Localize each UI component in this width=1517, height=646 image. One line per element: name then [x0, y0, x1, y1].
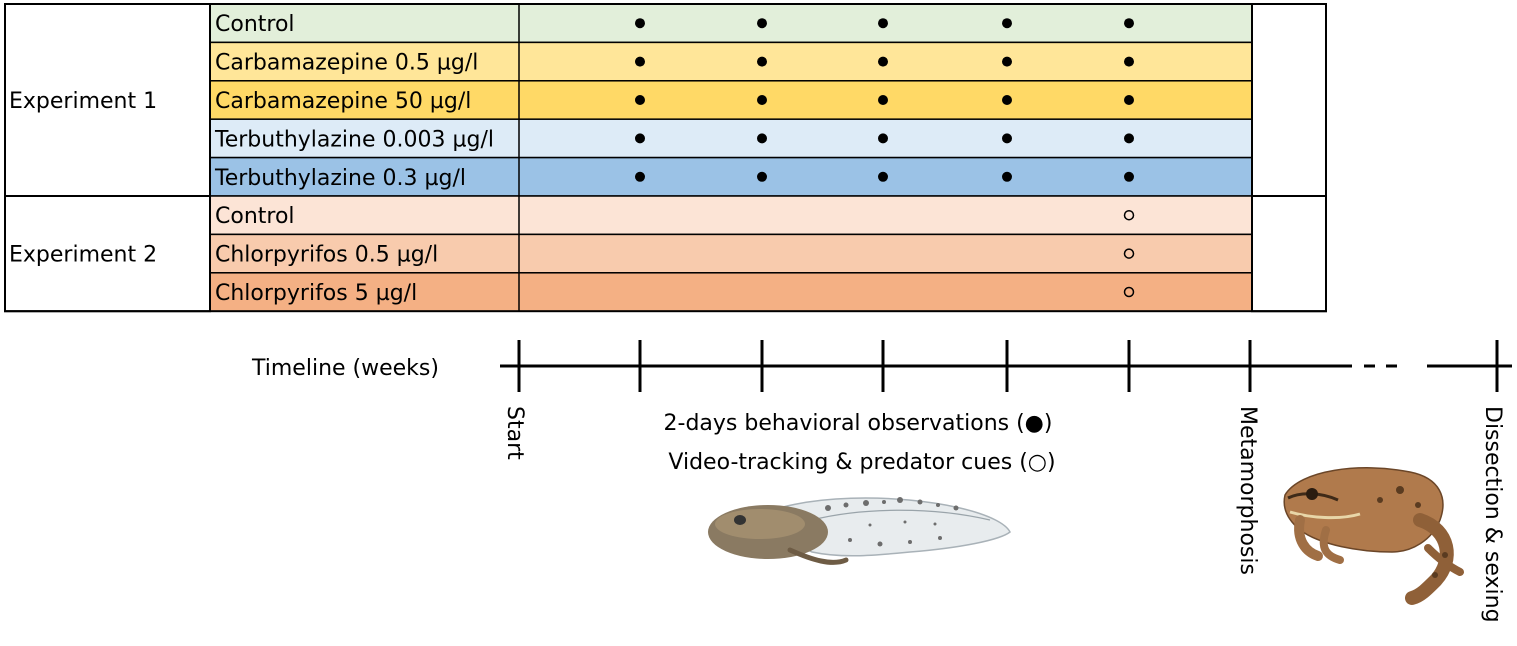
- treatment-label: Control: [215, 12, 295, 37]
- timeline-label: Timeline (weeks): [251, 356, 439, 381]
- observation-marker-filled: [1124, 95, 1134, 105]
- treatment-label: Carbamazepine 0.5 µg/l: [215, 51, 478, 76]
- observation-marker-filled: [1002, 95, 1012, 105]
- observation-marker-filled: [635, 18, 645, 29]
- legend-open-marker: Video-tracking & predator cues (○): [668, 450, 1055, 475]
- observation-marker-filled: [757, 18, 767, 29]
- observation-marker-open: [1123, 209, 1135, 221]
- observation-marker-open: [1123, 286, 1135, 298]
- treatment-row: [209, 195, 1253, 236]
- legend-filled-marker: 2-days behavioral observations (●): [664, 411, 1053, 436]
- treatment-label: Chlorpyrifos 5 µg/l: [215, 281, 417, 306]
- observation-marker-filled: [878, 133, 888, 144]
- treatment-label: Carbamazepine 50 µg/l: [215, 89, 471, 114]
- table-border: [4, 3, 1327, 313]
- observation-marker-filled: [1124, 56, 1134, 67]
- experiment-label: Experiment 2: [9, 243, 157, 268]
- metamorphosis-label: Metamorphosis: [1235, 406, 1260, 575]
- observation-marker-filled: [878, 95, 888, 105]
- observation-marker-filled: [1124, 18, 1134, 29]
- observation-marker-filled: [1002, 133, 1012, 144]
- observation-marker-filled: [635, 95, 645, 105]
- treatment-row: [209, 118, 1253, 159]
- observation-marker-filled: [635, 171, 645, 182]
- observation-marker-filled: [1124, 133, 1134, 144]
- timeline: Timeline (weeks) Start Metamorphosis Dis…: [251, 340, 1512, 623]
- treatment-label: Terbuthylazine 0.3 µg/l: [214, 166, 466, 191]
- empty-cell: [1251, 3, 1327, 197]
- treatment-label: Terbuthylazine 0.003 µg/l: [214, 127, 494, 152]
- end-label: Dissection & sexing: [1480, 406, 1505, 623]
- frog-illustration: [1283, 467, 1464, 605]
- observation-marker-filled: [757, 56, 767, 67]
- observation-marker-filled: [878, 56, 888, 67]
- treatment-row: [209, 3, 1253, 44]
- observation-marker-filled: [635, 56, 645, 67]
- timeline-axis: [500, 340, 1512, 392]
- observation-marker-filled: [1124, 171, 1134, 182]
- treatment-label: Control: [215, 204, 295, 229]
- observation-marker-filled: [878, 18, 888, 29]
- observation-marker-filled: [757, 171, 767, 182]
- start-label: Start: [502, 406, 527, 460]
- observation-marker-filled: [1002, 18, 1012, 29]
- observation-marker-filled: [1002, 171, 1012, 182]
- observation-marker-filled: [878, 171, 888, 182]
- experiment-label: Experiment 1: [9, 89, 157, 114]
- empty-cell: [1251, 195, 1327, 313]
- observation-marker-filled: [635, 133, 645, 144]
- legend: 2-days behavioral observations (●) Video…: [664, 411, 1056, 475]
- observation-marker-filled: [1002, 56, 1012, 67]
- observation-marker-filled: [757, 133, 767, 144]
- treatment-row: [209, 41, 1253, 82]
- treatment-label: Chlorpyrifos 0.5 µg/l: [215, 243, 438, 268]
- treatment-row: [209, 80, 1253, 120]
- observation-marker-filled: [757, 95, 767, 105]
- tadpole-illustration: [708, 497, 1011, 565]
- observation-marker-open: [1123, 248, 1135, 259]
